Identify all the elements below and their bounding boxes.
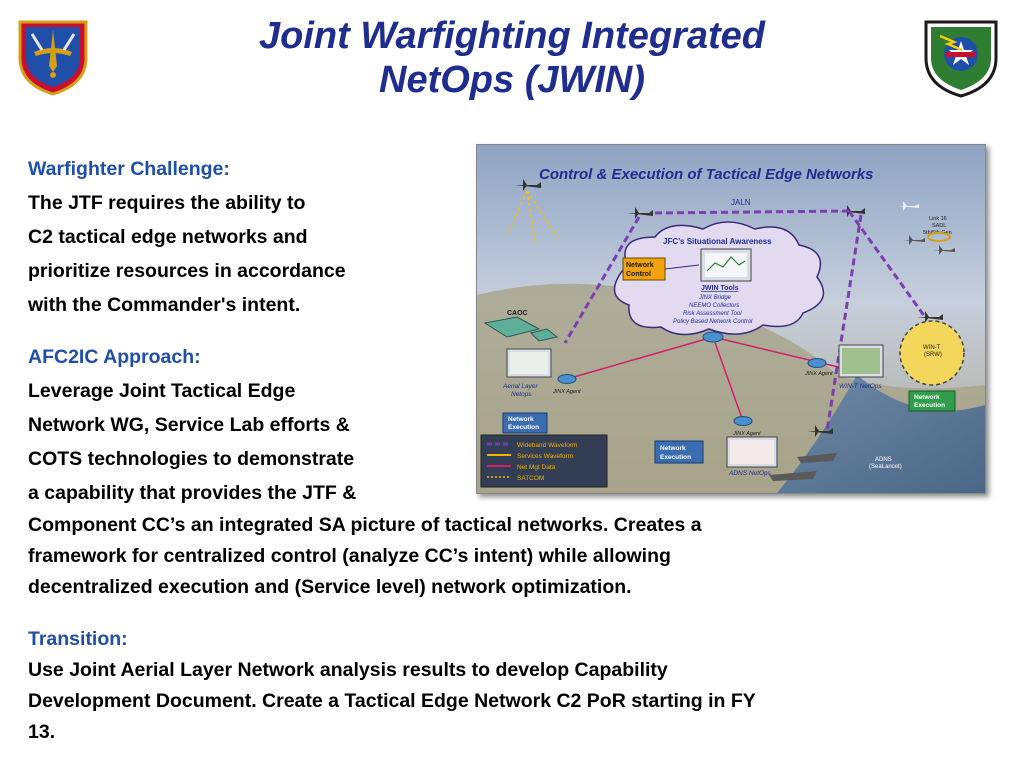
control-connector: [664, 264, 700, 270]
adns-sealancet-label: ADNS: [875, 457, 892, 463]
router-icon: [557, 374, 577, 384]
link16-label: Link 16: [929, 216, 947, 222]
page-title: Joint Warfighting Integrated NetOps (JWI…: [150, 14, 874, 102]
approach-wide-line: framework for centralized control (analy…: [28, 545, 671, 567]
approach-section: AFC2IC Approach: Leverage Joint Tactical…: [28, 340, 356, 510]
legend-label: Wideband Waveform: [517, 442, 577, 449]
aircraft-icon: [807, 425, 833, 437]
caoc-building-icon: [483, 316, 541, 338]
adns-sealancet-label: (SeaLancet): [869, 464, 902, 470]
transition-line: Development Document. Create a Tactical …: [28, 690, 756, 712]
transition-section: Transition: Use Joint Aerial Layer Netwo…: [28, 624, 756, 748]
network-execution-label: Execution: [914, 402, 945, 409]
transition-heading: Transition:: [28, 628, 128, 650]
caoc-label: CAOC: [507, 310, 528, 317]
caoc-building-icon: [530, 328, 559, 342]
router-icon: [807, 358, 827, 368]
ship-icon: [769, 471, 817, 481]
jet-icon: [903, 235, 925, 245]
network-execution-label: Network: [508, 416, 534, 423]
aerial-layer-label: Netops: [511, 391, 532, 398]
link16-label: SADL: [932, 223, 946, 229]
sea-area: [777, 375, 985, 493]
air-combat-command-logo: [18, 20, 88, 96]
legend-label: Services Waveform: [517, 453, 573, 460]
legend-label: SATCOM: [517, 475, 544, 482]
cloud-title: JFC’s Situational Awareness: [663, 237, 772, 246]
network-execution-label: Network: [914, 394, 940, 401]
wideband-link: [825, 214, 863, 432]
approach-line: Network WG, Service Lab efforts &: [28, 414, 350, 436]
satcom-link: [506, 190, 558, 242]
wideband-link: [563, 216, 641, 344]
network-execution-label: Network: [660, 445, 686, 452]
network-execution-label: Execution: [660, 454, 691, 461]
challenge-line: The JTF requires the ability to: [28, 192, 306, 214]
net-mgt-link: [566, 336, 856, 422]
diagram-title: Control & Execution of Tactical Edge Net…: [539, 166, 874, 183]
adns-netops-label: ADNS NetOps: [728, 470, 772, 477]
screen-graph: [706, 256, 746, 272]
title-line-1: Joint Warfighting Integrated: [259, 15, 765, 57]
aerial-layer-screen: [510, 352, 548, 374]
jinx-agent-label: JINX Agent: [732, 431, 761, 437]
approach-heading: AFC2IC Approach:: [28, 346, 201, 368]
title-line-2: NetOps (JWIN): [379, 59, 645, 101]
jinx-agent-label: JINX Agent: [552, 389, 581, 395]
network-execution-label: Execution: [508, 424, 539, 431]
network-execution-box: [908, 390, 956, 412]
ship-icon: [797, 453, 837, 463]
tactical-edge-networks-diagram: Control & Execution of Tactical Edge Net…: [476, 144, 986, 494]
aerial-layer-label: Aerial Layer: [502, 383, 539, 390]
approach-line: COTS technologies to demonstrate: [28, 448, 355, 470]
aircraft-icon: [515, 179, 541, 191]
jet-icon: [933, 245, 955, 255]
challenge-heading: Warfighter Challenge:: [28, 158, 230, 180]
tool-item: JINX Bridge: [698, 295, 732, 301]
network-control-label: Network: [626, 262, 654, 269]
adns-screen: [730, 440, 774, 464]
approach-wide-line: Component CC’s an integrated SA picture …: [28, 514, 702, 536]
network-control-label: Control: [626, 271, 651, 278]
jwin-tools-label: JWIN Tools: [701, 285, 739, 292]
tool-item: Risk Assessment Tool: [683, 311, 742, 317]
legend-label: Net Mgt Data: [517, 464, 556, 471]
challenge-section: Warfighter Challenge: The JTF requires t…: [28, 152, 346, 322]
aircraft-icon: [839, 205, 865, 217]
wint-srw-label: WIN-T: [923, 345, 941, 351]
challenge-line: C2 tactical edge networks and: [28, 226, 308, 248]
wint-netops-label: WIN-T NetOps: [839, 383, 882, 390]
link16-ring-icon: [927, 232, 951, 242]
router-icon: [733, 416, 753, 426]
legend-box: [480, 434, 608, 488]
aircraft-icon: [917, 311, 943, 323]
approach-wide-line: decentralized execution and (Service lev…: [28, 576, 632, 598]
network-execution-box: [654, 440, 704, 464]
wint-srw-label: (SRW): [924, 352, 942, 358]
approach-line: Leverage Joint Tactical Edge: [28, 380, 296, 402]
router-icon: [702, 331, 724, 343]
aircraft-icon: [627, 207, 653, 219]
challenge-line: prioritize resources in accordance: [28, 260, 346, 282]
jet-icon: [897, 201, 919, 211]
jaln-label: JALN: [731, 198, 751, 207]
jinx-agent-label: JINX Agent: [804, 371, 833, 377]
af-c2-integration-center-logo: [924, 20, 998, 98]
transition-line: 13.: [28, 721, 56, 743]
win-t-zone: [899, 320, 965, 386]
approach-line: a capability that provides the JTF &: [28, 482, 357, 504]
approach-continued: Component CC’s an integrated SA picture …: [28, 510, 702, 603]
transition-line: Use Joint Aerial Layer Network analysis …: [28, 659, 668, 681]
wint-screen: [842, 348, 880, 374]
challenge-line: with the Commander's intent.: [28, 294, 301, 316]
network-execution-box: [502, 412, 548, 434]
jwin-screen: [705, 253, 747, 277]
tool-item: Policy Based Network Control: [673, 319, 753, 325]
tool-item: NEEMO Collectors: [689, 303, 739, 309]
